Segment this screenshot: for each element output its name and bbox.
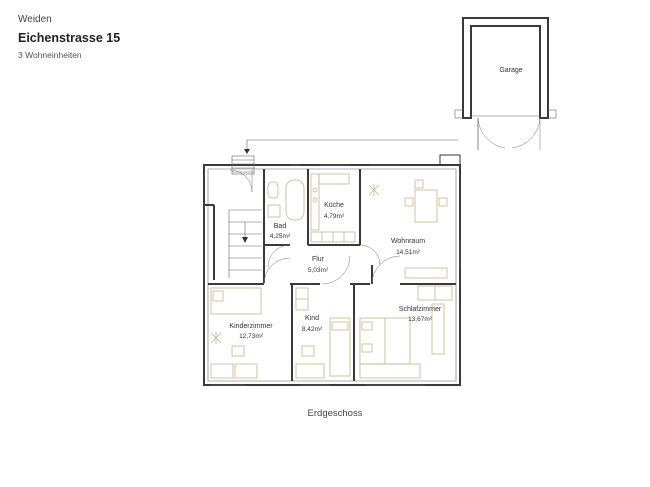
room-flur-name: Flur [312,256,325,263]
furniture [210,173,453,379]
location-city: Weiden [18,14,52,25]
garage-label: Garage [499,67,522,74]
room-flur-area: 5,03m² [308,267,329,274]
room-schlafzimmer-name: Schlafzimmer [399,306,442,313]
room-kueche-name: Küche [324,202,344,209]
room-schlafzimmer-area: 13,67m² [408,316,433,323]
garage [454,17,557,150]
unit-count: 3 Wohneinheiten [18,50,82,60]
internal-walls [208,169,456,381]
room-wohnraum-name: Wohnraum [391,238,425,245]
stairwell [204,169,262,280]
windows [210,164,461,386]
room-kinderzimmer-name: Kinderzimmer [229,323,273,330]
room-kinderzimmer-area: 12,73m² [239,333,264,340]
room-kind-name: Kind [305,315,319,322]
room-bad-name: Bad [274,223,287,230]
room-wohnraum-area: 14,51m² [396,249,421,256]
entrance-arrow [244,139,458,154]
floor-label: Erdgeschoss [307,408,363,419]
property-address: Eichenstrasse 15 [18,31,121,45]
room-kind-area: 8,42m² [302,326,323,333]
room-bad-area: 4,25m² [270,233,291,240]
room-kueche-area: 4,79m² [324,213,345,220]
doors [263,244,401,285]
